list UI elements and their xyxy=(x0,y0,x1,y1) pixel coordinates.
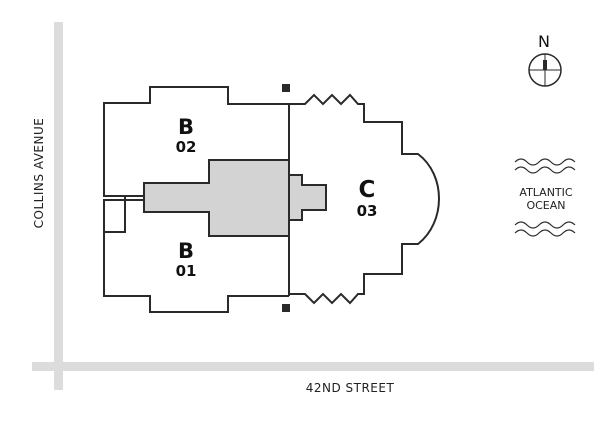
unit-b02-outline xyxy=(103,86,289,197)
collins-avenue-label: COLLINS AVENUE xyxy=(32,117,46,229)
column-marker-north xyxy=(282,84,290,92)
wave-icon xyxy=(514,158,576,237)
compass-north-label: N xyxy=(538,32,550,51)
unit-b01-number: 01 xyxy=(175,262,197,280)
ocean-line2: OCEAN xyxy=(526,199,566,212)
unit-b02-type: B xyxy=(177,115,194,139)
building-core xyxy=(143,159,327,237)
ocean-line1: ATLANTIC xyxy=(519,186,573,199)
42nd-street-label: 42ND STREET xyxy=(305,381,395,395)
column-marker-south xyxy=(282,304,290,312)
42nd-street-road xyxy=(32,362,594,371)
compass-icon xyxy=(528,53,562,87)
collins-avenue-road xyxy=(54,22,63,390)
unit-c03-type: C xyxy=(358,177,376,203)
unit-c03-number: 03 xyxy=(356,202,378,220)
unit-b-divider xyxy=(104,195,126,233)
unit-b01-type: B xyxy=(177,239,194,263)
unit-b02-number: 02 xyxy=(175,138,197,156)
atlantic-ocean-label: ATLANTIC OCEAN xyxy=(514,186,578,212)
unit-c03-outline xyxy=(289,93,440,305)
unit-b01-outline xyxy=(103,199,289,313)
